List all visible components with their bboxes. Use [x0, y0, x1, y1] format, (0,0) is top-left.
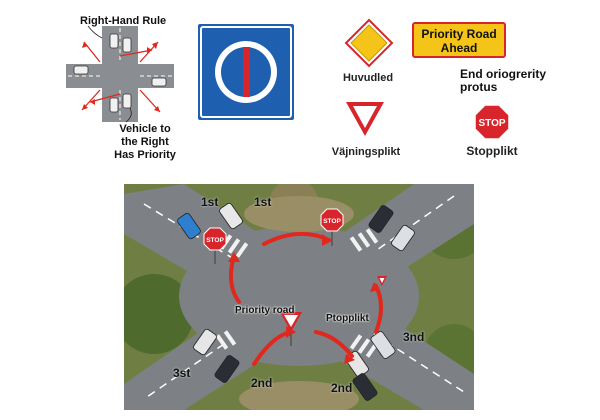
order-label-bottom-left: 3st: [173, 366, 191, 380]
stop-road-label: Ptopplikt: [326, 313, 369, 324]
priority-road-label: Priority road: [235, 305, 295, 316]
intersection-aerial-view: STOP STOP: [124, 184, 474, 410]
stop-sign-text: STOP: [478, 118, 505, 129]
priority-ahead-line-2: Ahead: [440, 41, 478, 55]
order-label-bottom-right: 2nd: [331, 381, 353, 395]
priority-road-diamond-icon: [344, 18, 394, 68]
order-label-top-left: 1st: [201, 195, 219, 209]
end-priority-line-2: protus: [460, 80, 498, 94]
priority-ahead-line-1: Priority Road: [421, 27, 497, 41]
caption-line-1: Vehicle to: [119, 123, 171, 135]
right-hand-rule-diagram: [66, 25, 174, 123]
right-hand-rule-title: Right-Hand Rule: [80, 15, 167, 27]
right-hand-rule-caption: Vehicle to the Right Has Priority: [105, 123, 185, 162]
order-label-bottom-center: 2nd: [251, 376, 273, 390]
yield-label: Väjningsplikt: [331, 146, 401, 158]
yield-triangle-icon: [346, 102, 384, 136]
order-label-top-right: 1st: [254, 195, 272, 209]
caption-line-3: Has Priority: [114, 149, 176, 161]
priority-road-ahead-sign: Priority Road Ahead: [412, 22, 506, 58]
stop-label: Stopplikt: [466, 144, 518, 158]
end-priority-line-1: End oriogrerity: [460, 67, 547, 81]
priority-diamond-label: Huvudled: [342, 72, 394, 84]
intersection-stop-sign-left-text: STOP: [206, 237, 224, 244]
order-label-right: 3nd: [403, 330, 425, 344]
intersection-stop-sign-top-text: STOP: [323, 218, 341, 225]
blue-end-priority-sign: [196, 22, 296, 122]
stop-sign-icon: STOP: [474, 104, 510, 140]
end-priority-label: End oriogrerity protus: [460, 68, 570, 94]
caption-line-2: the Right: [121, 136, 169, 148]
